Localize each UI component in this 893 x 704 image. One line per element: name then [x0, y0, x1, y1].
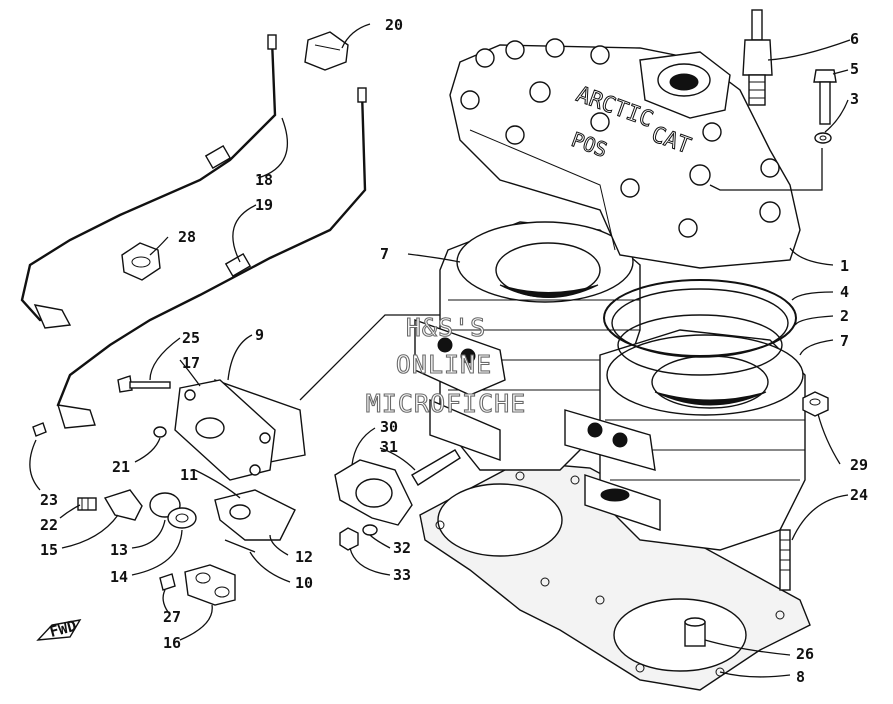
callout-28: 28 [178, 228, 196, 246]
callout-10: 10 [295, 574, 313, 592]
callout-32: 32 [393, 539, 411, 557]
nut [802, 391, 829, 417]
callout-11: 11 [180, 466, 198, 484]
callout-31: 31 [380, 438, 398, 456]
cable-upper [20, 34, 277, 329]
callout-20: 20 [385, 16, 403, 34]
watermark-line-2: ONLINE [396, 350, 492, 379]
leader-lines [29, 23, 851, 678]
callout-8: 8 [796, 668, 805, 686]
head-bolt-bosses [460, 38, 781, 238]
callout-27: 27 [163, 608, 181, 626]
watermark-line-3: MICROFICHE [366, 389, 527, 418]
callout-12: 12 [295, 548, 313, 566]
cylinder-rear [439, 221, 641, 471]
plate-screw [159, 573, 176, 591]
exhaust-gasket [334, 459, 413, 526]
callout-7a: 7 [380, 245, 389, 263]
cable-lower [56, 87, 367, 429]
callout-21: 21 [112, 458, 130, 476]
washer [814, 132, 832, 144]
watermark: H&S'S ONLINE MICROFICHE [365, 312, 527, 418]
callout-14: 14 [110, 568, 128, 586]
clip-28 [121, 242, 161, 281]
callout-6: 6 [850, 30, 859, 48]
fwd-badge: FWD [36, 617, 82, 641]
callout-29: 29 [850, 456, 868, 474]
flange-washer [362, 524, 378, 536]
cylinder-ports [414, 319, 661, 531]
cylinder-front [599, 329, 806, 551]
callout-19: 19 [255, 196, 273, 214]
callout-25: 25 [182, 329, 200, 347]
valve-pin [224, 539, 256, 553]
screw-23 [32, 422, 47, 437]
cover-o-ring [153, 426, 167, 438]
callout-17: 17 [182, 354, 200, 372]
cylinder-head: ARCTIC CAT POS [449, 38, 801, 269]
callout-13: 13 [110, 541, 128, 559]
clip-20 [304, 31, 349, 71]
stud [779, 529, 791, 591]
callout-5: 5 [850, 60, 859, 78]
valve-lever [103, 489, 143, 521]
callout-9: 9 [255, 326, 264, 344]
callout-3: 3 [850, 90, 859, 108]
valve-spring [77, 497, 97, 511]
cover-bolt [117, 375, 171, 393]
valve-cover [174, 379, 306, 481]
dowel [684, 617, 706, 647]
head-bolt [813, 69, 837, 125]
spark-plug [742, 9, 773, 106]
callout-24: 24 [850, 486, 868, 504]
callout-23: 23 [40, 491, 58, 509]
valve-body [214, 489, 296, 541]
callout-22: 22 [40, 516, 58, 534]
valve-pulley [149, 492, 197, 529]
callout-33: 33 [393, 566, 411, 584]
callout-15: 15 [40, 541, 58, 559]
head-o-rings [603, 279, 797, 376]
base-gasket [419, 461, 811, 691]
flange-nut [339, 527, 359, 551]
watermark-line-1: H&S'S [406, 313, 486, 342]
callout-16: 16 [163, 634, 181, 652]
callout-7b: 7 [840, 332, 849, 350]
valve-plate [184, 564, 236, 606]
callout-18: 18 [255, 171, 273, 189]
callout-labels: 1 2 3 4 5 6 7 7 8 9 10 11 12 13 14 15 16… [40, 16, 868, 686]
callout-2: 2 [840, 307, 849, 325]
exhaust-stud [411, 449, 461, 486]
fwd-label: FWD [48, 617, 79, 641]
callout-26: 26 [796, 645, 814, 663]
callout-4: 4 [840, 283, 849, 301]
callout-30: 30 [380, 418, 398, 436]
callout-1: 1 [840, 257, 849, 275]
